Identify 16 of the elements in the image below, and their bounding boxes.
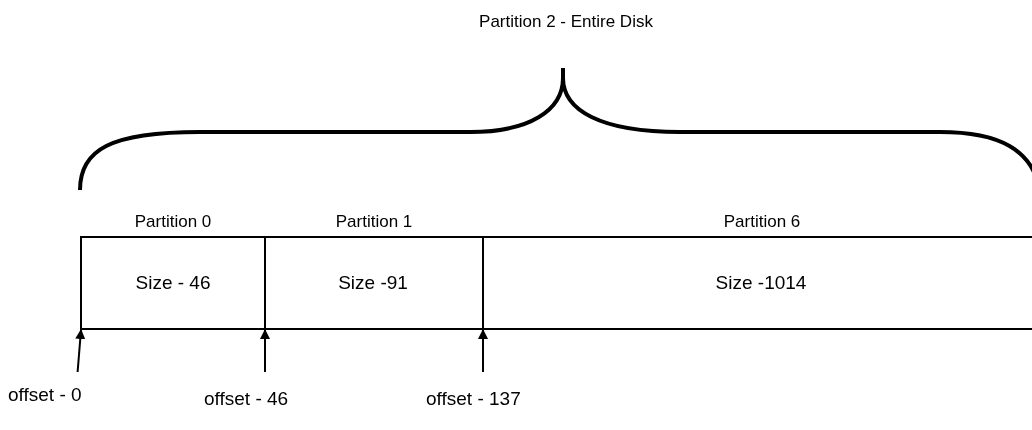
arrow	[75, 329, 86, 373]
offset-label: offset - 46	[204, 388, 289, 410]
partition-name: Partition 0	[134, 212, 212, 232]
partition-segment	[264, 212, 484, 330]
arrow	[478, 329, 488, 373]
partition-segment	[80, 212, 266, 330]
partition-name: Partition 1	[335, 212, 413, 232]
offset-label: offset - 137	[426, 388, 521, 410]
partition-segment	[482, 212, 1032, 330]
arrow	[260, 329, 270, 373]
offset-label: offset - 0	[8, 384, 82, 406]
size-text: Size -91	[338, 272, 408, 294]
brace-label: Partition 2 - Entire Disk	[479, 12, 653, 31]
size-text: Size -1014	[715, 272, 807, 294]
partition-name: Partition 6	[723, 212, 801, 232]
size-text: Size - 46	[135, 272, 211, 294]
